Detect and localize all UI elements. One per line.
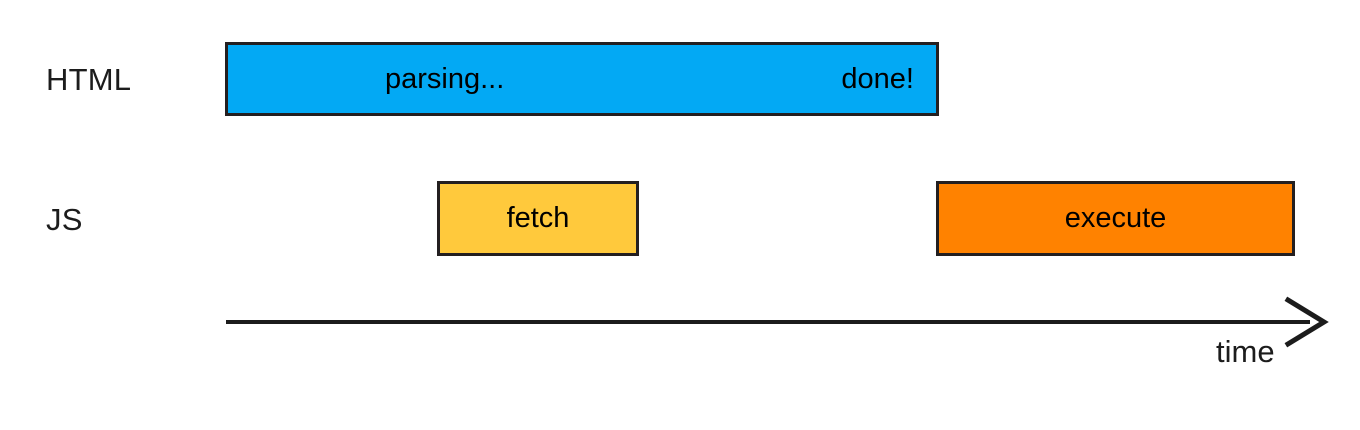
bar-js-execute-label: execute [1064,202,1167,234]
time-axis-arrowhead [1284,296,1329,348]
arrow-right-icon [226,296,1329,348]
bar-js-fetch-label: fetch [506,202,570,234]
row-label-html: HTML [46,62,132,97]
bar-js-execute: execute [936,181,1295,256]
time-axis-label: time [1216,334,1275,369]
row-label-js: JS [46,202,83,237]
bar-html-parsing: parsing... done! [225,42,939,116]
bar-html-parsing-start-label: parsing... [385,62,505,95]
bar-js-fetch: fetch [437,181,639,256]
bar-html-parsing-end-label: done! [841,62,914,95]
